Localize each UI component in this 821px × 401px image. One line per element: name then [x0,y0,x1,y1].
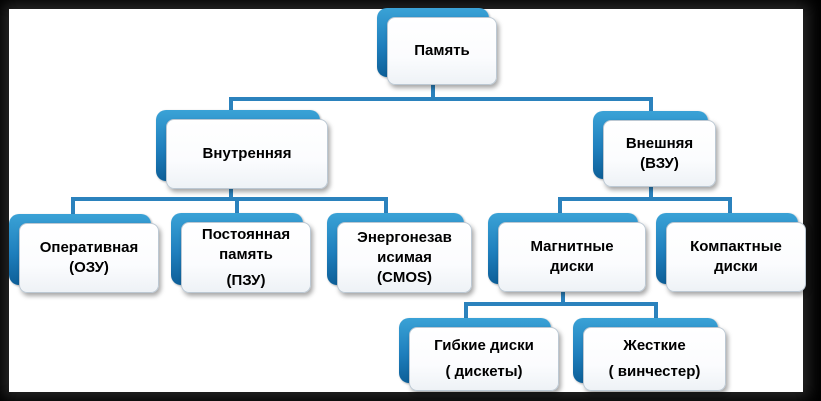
node-cmos: Энергонезав исимая (CMOS) [327,213,472,293]
node-memory-label: Память [414,42,470,59]
connector-magnetic-to-floppy [464,288,565,320]
node-rom: Постоянная память (ПЗУ) [171,213,311,293]
node-external-memory: Внешняя (ВЗУ) [593,111,716,187]
node-rom-line-3: (ПЗУ) [226,271,266,289]
node-hard-disks: Жесткие ( винчестер) [573,318,726,391]
node-ram-line-2: (ОЗУ) [69,259,109,276]
node-floppy-disks-line-1: Гибкие диски [434,337,534,354]
node-floppy-disks: Гибкие диски ( дискеты) [399,318,559,391]
node-external-memory-line-1: Внешняя [625,134,694,152]
connector-external-to-magnetic [558,184,653,215]
connector-root-to-internal [229,84,435,115]
node-internal-memory-label: Внутренняя [202,145,292,162]
connector-root-to-external [431,97,653,116]
connector-external-to-compact [649,197,732,215]
node-ram-line-1: Оперативная [39,239,139,256]
node-hard-disks-line-2: ( винчестер) [608,363,701,380]
connector-internal-to-ram [71,185,233,215]
connector-internal-to-rom [229,197,239,215]
node-ram: Оперативная (ОЗУ) [9,214,159,293]
node-cmos-line-1: Энергонезав [357,228,452,246]
node-compact-disks-line-1: Компактные [690,238,782,255]
node-cmos-line-3: (CMOS) [377,268,432,286]
node-rom-line-1: Постоянная [201,225,291,243]
node-rom-line-2: память [219,245,273,263]
node-internal-memory: Внутренняя [156,110,328,189]
node-cmos-line-2: исимая [377,248,432,266]
node-floppy-disks-line-2: ( дискеты) [445,363,523,380]
node-compact-disks: Компактные диски [656,213,806,292]
connector-magnetic-to-hdd [561,302,658,320]
node-magnetic-disks-line-1: Магнитные [530,238,614,255]
node-external-memory-line-2: (ВЗУ) [640,154,679,172]
node-hard-disks-line-1: Жесткие [623,337,686,354]
connector-internal-to-cmos [229,197,388,215]
node-compact-disks-line-2: диски [714,258,758,275]
node-magnetic-disks-line-2: диски [550,258,594,275]
node-magnetic-disks: Магнитные диски [488,213,646,292]
node-memory: Память [377,8,497,85]
